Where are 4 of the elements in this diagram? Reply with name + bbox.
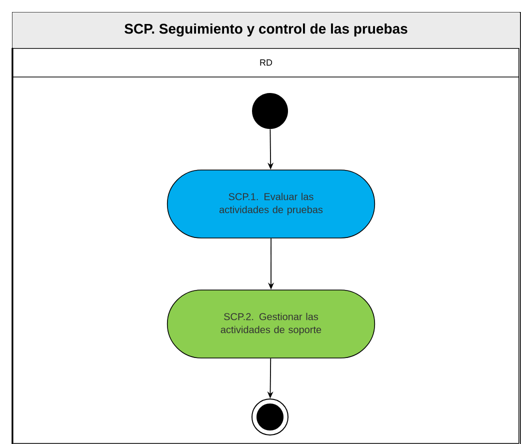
start-node [252,93,288,129]
activity-box: SCP.2. Gestionar las actividades de soporte [166,290,376,358]
end-node [252,398,288,436]
activity-box: SCP.1. Evaluar las actividades de pruebas [166,170,376,238]
